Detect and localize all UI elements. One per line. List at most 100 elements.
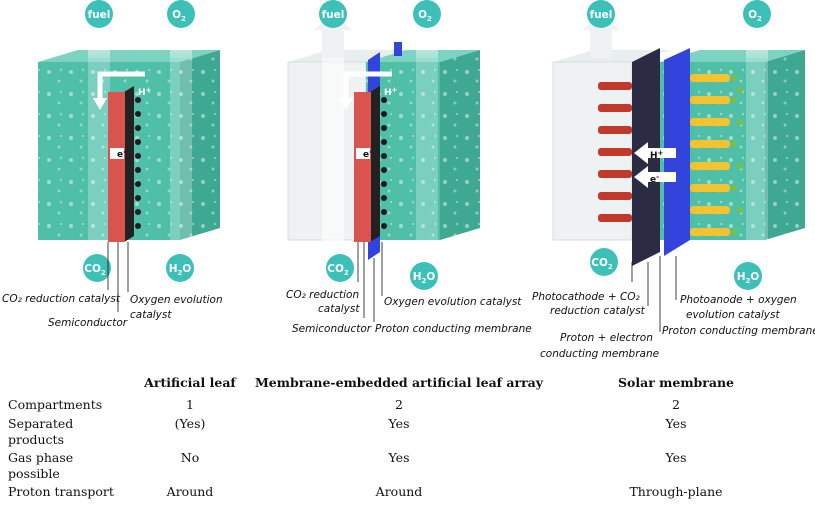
o2-label: O2 xyxy=(418,9,432,23)
table-cell: Yes xyxy=(665,416,687,431)
table-cell: (Yes) xyxy=(174,416,206,431)
table-cell: Through-plane xyxy=(629,484,723,499)
h2o-bubble xyxy=(734,262,762,290)
table-cell: 2 xyxy=(395,397,403,412)
table-row: Proton transport Around Around Through-p… xyxy=(6,483,806,502)
electron-arrow xyxy=(356,148,370,159)
fuel-column xyxy=(322,58,344,248)
h2o-label: H2O xyxy=(169,263,192,277)
h2o-bubble xyxy=(410,262,438,290)
oxygen-catalyst-label: Oxygen evolution catalyst xyxy=(384,296,522,308)
row-label-line1: Gas phase xyxy=(8,450,74,465)
co2-bubble xyxy=(590,248,618,276)
pe-membrane-label-1: Proton + electron xyxy=(560,332,653,344)
semiconductor-label: Semiconductor xyxy=(48,317,128,329)
o2-bubble xyxy=(167,0,195,28)
pe-membrane-label-2: conducting membrane xyxy=(540,348,659,360)
proton-label: H+ xyxy=(138,86,152,98)
proton-label: H+ xyxy=(384,86,398,98)
fuel-bubble xyxy=(85,0,113,28)
proton-arrow xyxy=(634,142,676,164)
fuel-label: fuel xyxy=(590,9,613,21)
photocathode-label-1: Photocathode + CO₂ xyxy=(532,291,641,303)
photocathode-label-2: reduction catalyst xyxy=(550,305,646,317)
fuel-arrow xyxy=(582,14,620,58)
table-cell: 1 xyxy=(186,397,194,412)
co2-catalyst-label-2: catalyst xyxy=(318,303,360,315)
co2-label: CO2 xyxy=(84,263,106,277)
figure-diagrams: fuel O2 CO2 H2O e- H+ CO₂ reduction cata… xyxy=(2,0,815,360)
co2-catalyst-label: CO₂ reduction catalyst xyxy=(2,293,121,305)
table-cell: No xyxy=(180,450,200,465)
row-label-line1: Separated xyxy=(8,416,74,431)
row-label: Proton transport xyxy=(8,484,114,499)
row-label: Compartments xyxy=(8,397,103,412)
fuel-column xyxy=(88,58,110,248)
co2-catalyst-label-1: CO₂ reduction xyxy=(286,289,359,301)
table-cell: Yes xyxy=(388,416,410,431)
o2-label: O2 xyxy=(172,9,186,23)
o2-bubble xyxy=(743,0,771,28)
electron-label: e- xyxy=(363,148,372,160)
table-header-row: Artificial leaf Membrane-embedded artifi… xyxy=(6,372,806,396)
proton-label: H+ xyxy=(650,149,664,161)
table-row: Compartments 1 2 2 xyxy=(6,396,806,415)
row-label-line2: products xyxy=(8,432,64,447)
semiconductor-slab xyxy=(108,92,125,242)
electron-label: e- xyxy=(650,173,659,185)
table-cell: Yes xyxy=(665,450,687,465)
table-header-membrane-array: Membrane-embedded artificial leaf array xyxy=(254,375,544,390)
o2-arrow xyxy=(408,14,446,58)
o2-arrow xyxy=(162,14,200,58)
table-header-artificial-leaf: Artificial leaf xyxy=(144,375,236,390)
table-header-blank xyxy=(6,372,128,396)
fuel-arrow xyxy=(80,14,118,58)
table-cell: Yes xyxy=(388,450,410,465)
table-cell: 2 xyxy=(672,397,680,412)
h2o-bubble xyxy=(166,254,194,282)
proton-membrane xyxy=(664,48,690,256)
semiconductor-slab xyxy=(354,92,371,242)
table-cell: Around xyxy=(166,484,214,499)
membrane-label: Proton conducting membrane xyxy=(375,323,532,335)
fuel-bubble xyxy=(319,0,347,28)
comparison-table: Artificial leaf Membrane-embedded artifi… xyxy=(6,372,806,502)
left-compartment-top xyxy=(553,50,672,62)
photoanode-label-2: evolution catalyst xyxy=(686,309,780,321)
co2-label: CO2 xyxy=(327,263,349,277)
o2-column xyxy=(416,58,438,248)
oxygen-catalyst-particles xyxy=(731,75,743,235)
fuel-label: fuel xyxy=(88,9,111,21)
oxygen-catalyst-dots xyxy=(381,97,387,229)
water-box-top xyxy=(660,50,805,62)
table-header-solar-membrane: Solar membrane xyxy=(617,375,735,390)
o2-column xyxy=(746,58,768,248)
panel-solar-membrane xyxy=(552,0,805,332)
electron-arrow xyxy=(110,148,124,159)
semiconductor-slab-side xyxy=(124,86,134,242)
proton-path-arrow xyxy=(97,71,145,100)
left-compartment-top xyxy=(288,50,406,62)
h2o-label: H2O xyxy=(413,271,436,285)
o2-arrow xyxy=(738,14,776,58)
photocathode-rods xyxy=(598,82,632,222)
row-label-line2: possible xyxy=(8,466,60,481)
oxygen-catalyst-dots xyxy=(135,97,141,229)
electron-label: e- xyxy=(117,148,126,160)
oxygen-catalyst-label-1: Oxygen evolution xyxy=(130,294,223,306)
fuel-label: fuel xyxy=(322,9,345,21)
table-cell: Around xyxy=(375,484,423,499)
panel-artificial-leaf xyxy=(38,0,220,312)
h2o-label: H2O xyxy=(737,271,760,285)
p-membrane-label: Proton conducting membrane xyxy=(662,325,815,337)
panel-membrane-array xyxy=(287,0,480,322)
semiconductor-label: Semiconductor xyxy=(292,323,372,335)
co2-label: CO2 xyxy=(591,257,613,271)
o2-bubble xyxy=(413,0,441,28)
co2-bubble xyxy=(83,254,111,282)
co2-bubble xyxy=(326,254,354,282)
